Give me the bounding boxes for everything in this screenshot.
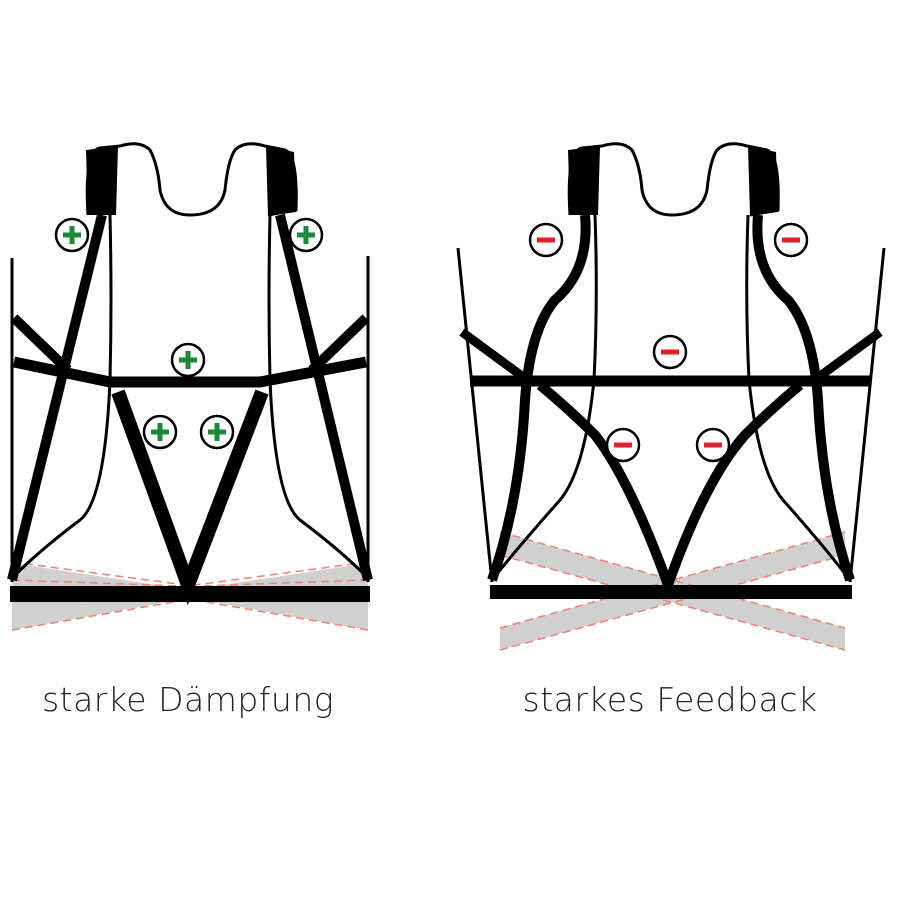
harness-damping <box>7 142 373 631</box>
straps <box>7 213 373 606</box>
minus-icon <box>695 427 731 463</box>
headrest <box>85 142 298 217</box>
minus-markers <box>528 222 809 463</box>
plus-icon <box>54 217 90 253</box>
plus-icon <box>170 342 206 378</box>
plus-icon <box>288 217 324 253</box>
caption-feedback: starkes Feedback <box>522 680 818 719</box>
harness-feedback <box>456 142 886 651</box>
minus-icon <box>605 427 641 463</box>
plus-icon <box>142 414 178 450</box>
minus-icon <box>528 222 564 258</box>
plus-markers <box>54 217 324 450</box>
plus-icon <box>199 414 235 450</box>
minus-icon <box>652 334 688 370</box>
caption-damping: starke Dämpfung <box>41 680 335 719</box>
minus-icon <box>773 222 809 258</box>
